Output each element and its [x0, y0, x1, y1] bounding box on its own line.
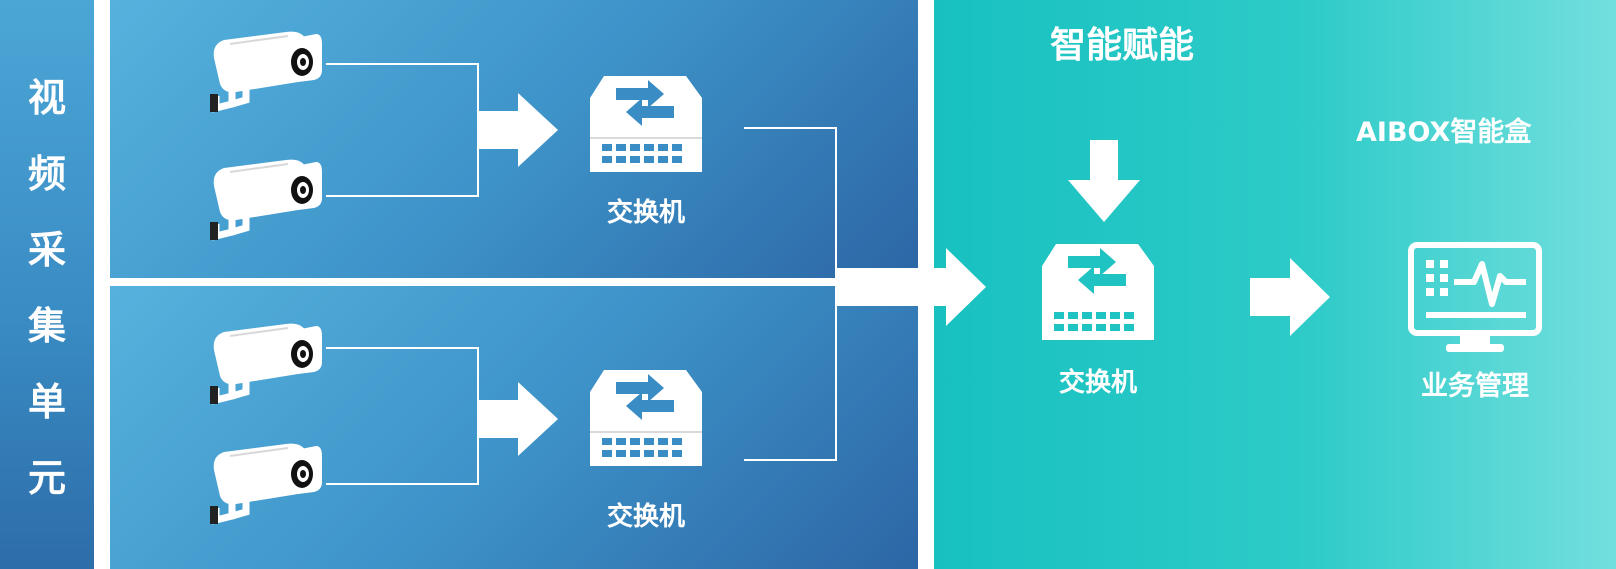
network-switch-icon [589, 369, 703, 467]
aibox-label: AIBOX智能盒 [1356, 117, 1532, 148]
switch-label: 交换机 [1058, 368, 1137, 398]
switch-label: 交换机 [606, 502, 685, 532]
connector-line [326, 347, 479, 485]
arrow-right-icon [478, 93, 558, 167]
switch-label: 交换机 [606, 198, 685, 228]
camera-icon [210, 160, 322, 240]
network-switch-icon [1042, 244, 1154, 340]
arrow-right-icon [1250, 258, 1330, 336]
arrow-right-icon [836, 248, 986, 326]
camera-icon [210, 324, 322, 404]
connector-line [326, 63, 479, 197]
network-switch-icon [589, 75, 703, 173]
camera-icon [210, 444, 322, 524]
smart-enable-title: 智能赋能 [1050, 25, 1195, 66]
video-capture-title: 视频采集单元 [27, 76, 66, 500]
arrow-down-icon [1068, 140, 1140, 222]
management-label: 业务管理 [1421, 371, 1529, 402]
video-capture-strip: 视频采集单元 [0, 0, 94, 569]
camera-icon [210, 32, 322, 112]
arrow-right-icon [478, 382, 558, 456]
connector-line [744, 127, 837, 461]
monitor-chart-icon [1408, 242, 1542, 352]
